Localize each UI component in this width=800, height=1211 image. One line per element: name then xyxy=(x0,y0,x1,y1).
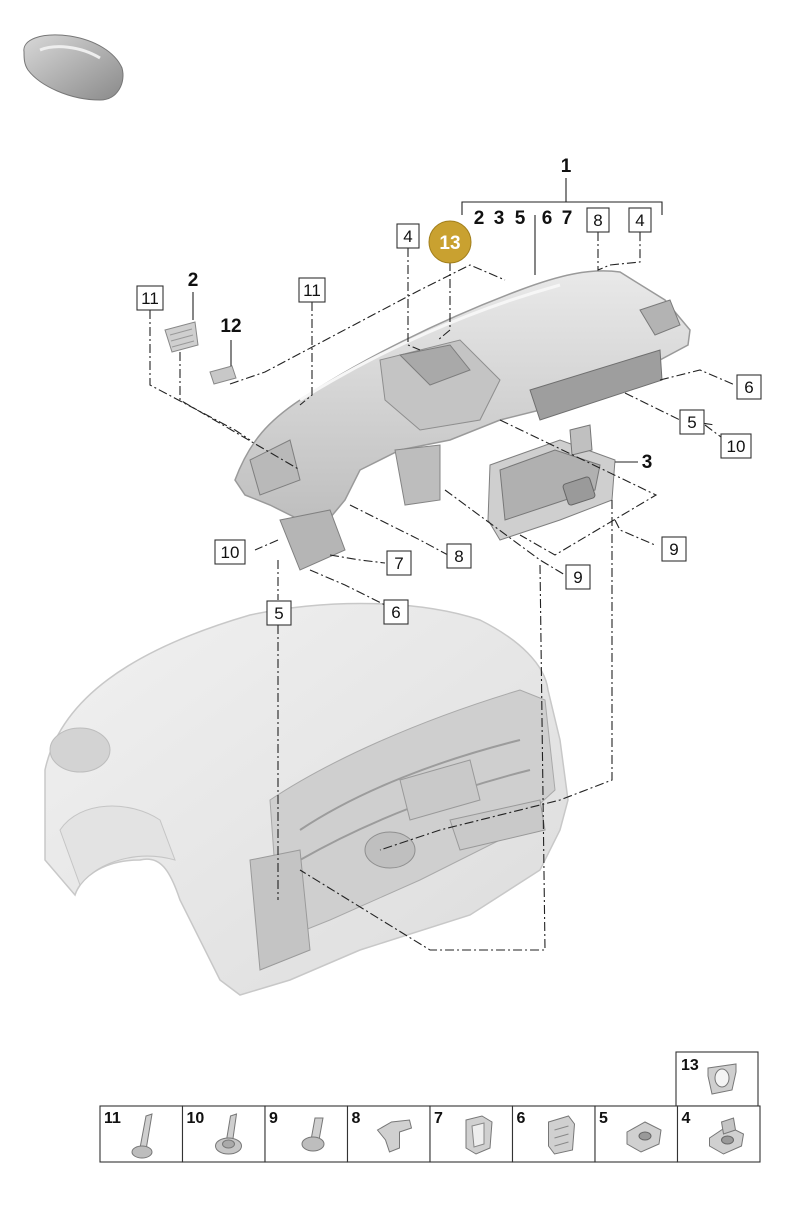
legend-cell-11: 11 xyxy=(99,1105,184,1163)
nut-clip-icon xyxy=(709,1117,745,1155)
legend-extra-num: 13 xyxy=(681,1057,699,1074)
highlight-label: 13 xyxy=(439,233,460,254)
legend-cell-4: 4 xyxy=(676,1105,761,1163)
legend-cell-8: 8 xyxy=(346,1105,431,1163)
legend-cell-7: 7 xyxy=(429,1105,514,1163)
clip-spring-icon xyxy=(548,1115,576,1155)
svg-text:4: 4 xyxy=(403,227,412,246)
assembly-component-2: 2 xyxy=(474,208,485,229)
legend-num-7: 7 xyxy=(434,1110,443,1127)
svg-text:9: 9 xyxy=(669,540,678,559)
bolt-washer-icon xyxy=(215,1113,242,1155)
leader-lines xyxy=(149,232,736,951)
label-part-12: 12 xyxy=(220,316,241,337)
legend-cell-6: 6 xyxy=(511,1105,596,1163)
svg-text:11: 11 xyxy=(141,289,159,308)
svg-text:6: 6 xyxy=(391,603,400,622)
label-part-2: 2 xyxy=(188,270,199,291)
legend-num-10: 10 xyxy=(187,1110,205,1127)
callout-bottom-8[interactable]: 8 xyxy=(446,543,472,569)
small-clip-part xyxy=(209,365,237,385)
assembly-component-6: 6 xyxy=(542,208,553,229)
clip-u-icon xyxy=(465,1115,493,1155)
callout-bottom-7[interactable]: 7 xyxy=(386,550,412,576)
svg-text:6: 6 xyxy=(744,378,753,397)
svg-text:8: 8 xyxy=(454,547,463,566)
svg-text:5: 5 xyxy=(274,604,283,623)
legend-num-11: 11 xyxy=(104,1110,121,1127)
callout-bottom-10[interactable]: 10 xyxy=(214,539,246,565)
callout-left-11[interactable]: 11 xyxy=(136,285,164,311)
svg-text:10: 10 xyxy=(221,543,240,562)
callout-top-4[interactable]: 4 xyxy=(628,207,652,233)
callout-right-5[interactable]: 5 xyxy=(679,409,705,435)
dashboard-carrier xyxy=(234,270,691,571)
nut-cage-icon xyxy=(626,1121,662,1153)
svg-text:8: 8 xyxy=(593,211,602,230)
assembly-component-7: 7 xyxy=(562,208,573,229)
center-bracket-part xyxy=(487,424,616,541)
assembly-bracket-line xyxy=(461,178,663,275)
callout-right-10[interactable]: 10 xyxy=(720,433,752,459)
svg-text:4: 4 xyxy=(635,211,644,230)
legend-cell-10: 10 xyxy=(181,1105,266,1163)
svg-text:10: 10 xyxy=(727,437,746,456)
legend-num-4: 4 xyxy=(682,1110,691,1127)
callout-top-4b[interactable]: 4 xyxy=(396,223,420,249)
air-vent-part xyxy=(164,321,199,353)
legend-num-9: 9 xyxy=(269,1110,278,1127)
callout-top-8[interactable]: 8 xyxy=(586,207,610,233)
callout-bottom-9[interactable]: 9 xyxy=(565,564,591,590)
svg-text:5: 5 xyxy=(687,413,696,432)
assembly-component-5: 5 xyxy=(515,208,526,229)
grommet-icon xyxy=(707,1063,737,1095)
svg-text:7: 7 xyxy=(394,554,403,573)
clip-bracket-icon xyxy=(376,1119,413,1153)
callout-mid-11[interactable]: 11 xyxy=(298,277,326,303)
legend-cell-5: 5 xyxy=(594,1105,679,1163)
legend-num-6: 6 xyxy=(517,1110,526,1127)
callout-bottom-6[interactable]: 6 xyxy=(383,599,409,625)
svg-text:9: 9 xyxy=(573,568,582,587)
car-body-shell xyxy=(44,602,569,996)
assembly-label: 1 xyxy=(561,156,572,177)
legend-cell-9: 9 xyxy=(264,1105,349,1163)
legend-num-8: 8 xyxy=(352,1110,361,1127)
assembly-component-3: 3 xyxy=(494,208,505,229)
legend-num-5: 5 xyxy=(599,1110,608,1127)
callout-right-6[interactable]: 6 xyxy=(736,374,762,400)
callout-bottom-5[interactable]: 5 xyxy=(266,600,292,626)
highlight-callout-13[interactable]: 13 xyxy=(428,220,472,264)
svg-text:11: 11 xyxy=(303,281,321,300)
bolt-long-icon xyxy=(131,1113,153,1159)
parts-legend: 13 11 10 9 8 7 6 5 4 xyxy=(99,1051,761,1163)
callout-right-9[interactable]: 9 xyxy=(661,536,687,562)
label-part-3: 3 xyxy=(642,452,653,473)
screw-short-icon xyxy=(301,1117,325,1152)
vehicle-thumbnail-icon xyxy=(23,34,124,101)
